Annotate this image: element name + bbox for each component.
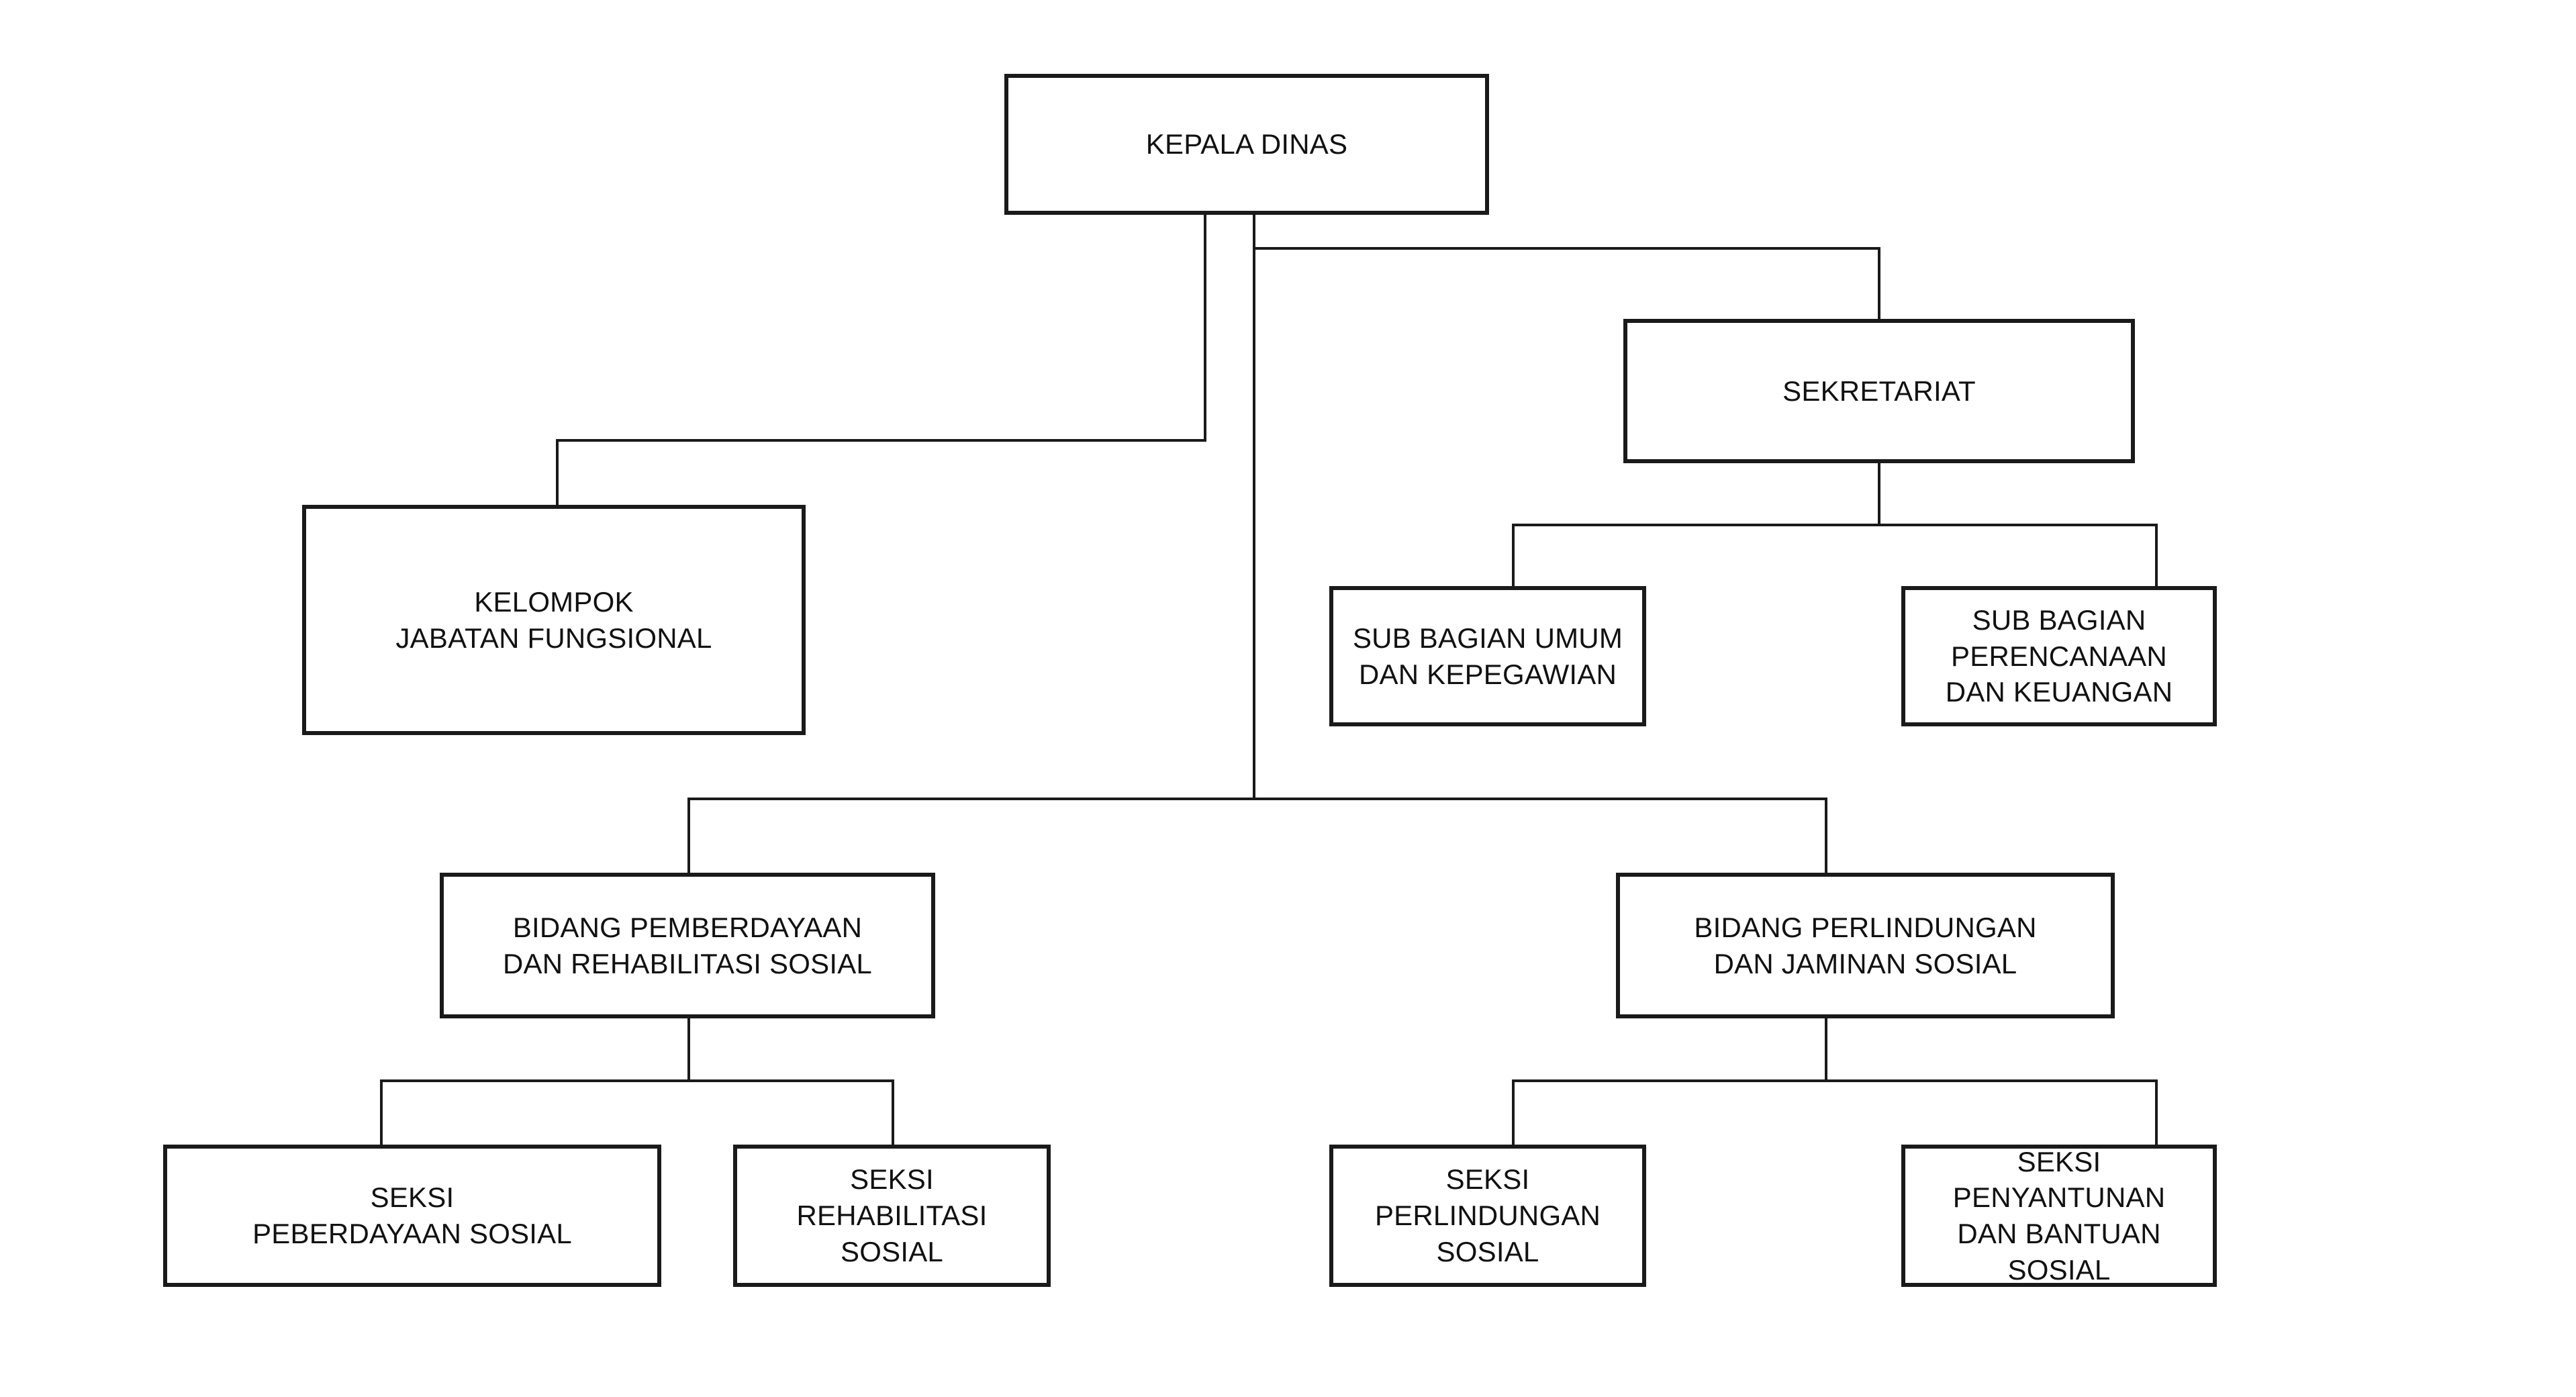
connector-kepala-to-sekretariat-bus [1253, 247, 1880, 250]
connector-drop-subbagian-umum [1512, 524, 1515, 586]
connector-drop-seksi-penyantunan [2155, 1079, 2158, 1145]
node-sub-bagian-perencanaan[interactable]: SUB BAGIAN PERENCANAAN DAN KEUANGAN [1901, 586, 2217, 726]
connector-kelompok-bus [556, 439, 1206, 442]
node-kelompok-jabatan-fungsional-label: KELOMPOK JABATAN FUNGSIONAL [395, 585, 712, 654]
connector-bidang-bus [687, 798, 1827, 800]
node-kelompok-jabatan-fungsional[interactable]: KELOMPOK JABATAN FUNGSIONAL [302, 505, 806, 735]
node-sub-bagian-perencanaan-label: SUB BAGIAN PERENCANAAN DAN KEUANGAN [1945, 604, 2173, 708]
node-bidang-perlindungan[interactable]: BIDANG PERLINDUNGAN DAN JAMINAN SOSIAL [1616, 873, 2115, 1018]
connector-drop-kelompok [556, 439, 559, 506]
connector-bidang-pemberdayaan-children-bus [380, 1079, 894, 1082]
node-kepala-dinas[interactable]: KEPALA DINAS [1004, 74, 1489, 215]
connector-sekretariat-children-bus [1512, 524, 2158, 526]
connector-drop-sekretariat [1878, 247, 1880, 319]
connector-sekretariat-stem [1878, 463, 1880, 525]
node-seksi-perlindungan-sosial-label: SEKSI PERLINDUNGAN SOSIAL [1374, 1163, 1601, 1267]
node-seksi-peberdayaan-sosial-label: SEKSI PEBERDAYAAN SOSIAL [252, 1182, 572, 1249]
node-seksi-rehabilitasi-sosial-label: SEKSI REHABILITASI SOSIAL [796, 1163, 988, 1267]
node-bidang-perlindungan-label: BIDANG PERLINDUNGAN DAN JAMINAN SOSIAL [1694, 911, 2037, 979]
connector-kepala-to-kelompok-stem [1204, 215, 1206, 442]
node-kepala-dinas-label: KEPALA DINAS [1145, 128, 1348, 160]
connector-drop-subbagian-perencanaan [2155, 524, 2158, 586]
node-seksi-perlindungan-sosial[interactable]: SEKSI PERLINDUNGAN SOSIAL [1329, 1145, 1646, 1287]
connector-bidang-pemberdayaan-stem [687, 1018, 690, 1081]
connector-bidang-perlindungan-stem [1825, 1018, 1827, 1081]
node-seksi-penyantunan[interactable]: SEKSI PENYANTUNAN DAN BANTUAN SOSIAL [1901, 1145, 2217, 1287]
connector-kepala-main-stem [1253, 215, 1255, 800]
node-seksi-peberdayaan-sosial[interactable]: SEKSI PEBERDAYAAN SOSIAL [163, 1145, 661, 1287]
node-sekretariat[interactable]: SEKRETARIAT [1623, 319, 2135, 463]
node-sub-bagian-umum-label: SUB BAGIAN UMUM DAN KEPEGAWIAN [1352, 622, 1623, 690]
node-sekretariat-label: SEKRETARIAT [1782, 375, 1976, 407]
node-bidang-pemberdayaan[interactable]: BIDANG PEMBERDAYAAN DAN REHABILITASI SOS… [440, 873, 935, 1018]
node-seksi-rehabilitasi-sosial[interactable]: SEKSI REHABILITASI SOSIAL [733, 1145, 1051, 1287]
connector-drop-seksi-perlindungan [1512, 1079, 1515, 1145]
connector-drop-bidang-perlindungan [1825, 798, 1827, 874]
connector-drop-bidang-pemberdayaan [687, 798, 690, 874]
node-bidang-pemberdayaan-label: BIDANG PEMBERDAYAAN DAN REHABILITASI SOS… [503, 911, 872, 979]
connector-drop-seksi-rehabilitasi [892, 1079, 894, 1145]
node-seksi-penyantunan-label: SEKSI PENYANTUNAN DAN BANTUAN SOSIAL [1952, 1145, 2166, 1286]
node-sub-bagian-umum[interactable]: SUB BAGIAN UMUM DAN KEPEGAWIAN [1329, 586, 1646, 726]
connector-bidang-perlindungan-children-bus [1512, 1079, 2158, 1082]
connector-drop-seksi-peberdayaan [380, 1079, 383, 1145]
